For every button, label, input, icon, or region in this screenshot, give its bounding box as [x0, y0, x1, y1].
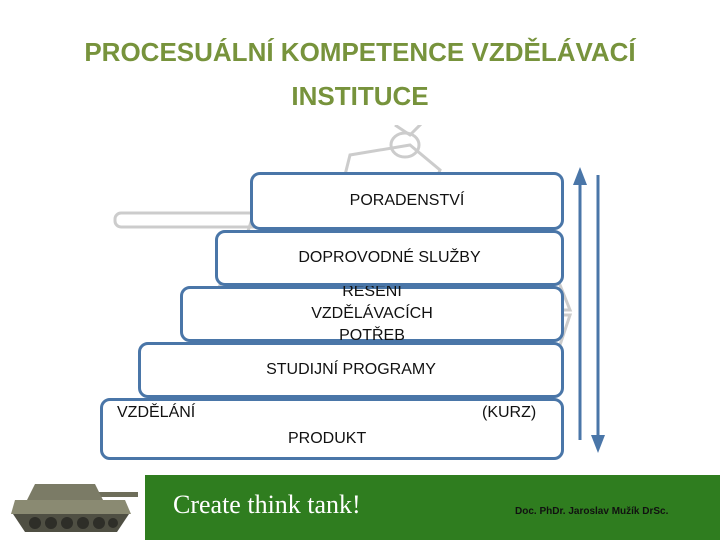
tank-photo-icon: [11, 484, 138, 532]
step-studijni-programy: STUDIJNÍ PROGRAMY: [138, 342, 564, 398]
label-vzdelani: VZDĚLÁNÍ: [117, 404, 196, 421]
author-name: Doc. PhDr. Jaroslav Mužík DrSc.: [515, 506, 669, 517]
label-kurz: (KURZ): [482, 404, 537, 421]
step-poradenstvi: PORADENSTVÍ: [250, 172, 564, 230]
footer-slogan: Create think tank!: [173, 490, 361, 519]
step-reseni-vzdelavacich-potreb: ŘEŠENÍ VZDĚLÁVACÍCH POTŘEB: [180, 283, 564, 344]
step-doprovodne-sluzby: DOPROVODNÉ SLUŽBY: [215, 230, 564, 286]
base-step: [100, 398, 564, 460]
footer-bar: [145, 475, 720, 540]
label-produkt: PRODUKT: [288, 430, 367, 447]
step-label: ŘEŠENÍ VZDĚLÁVACÍCH POTŘEB: [311, 283, 433, 344]
slide-title: PROCESUÁLNÍ KOMPETENCE VZDĚLÁVACÍ INSTIT…: [84, 37, 636, 111]
double-arrow-icon: [573, 167, 605, 453]
